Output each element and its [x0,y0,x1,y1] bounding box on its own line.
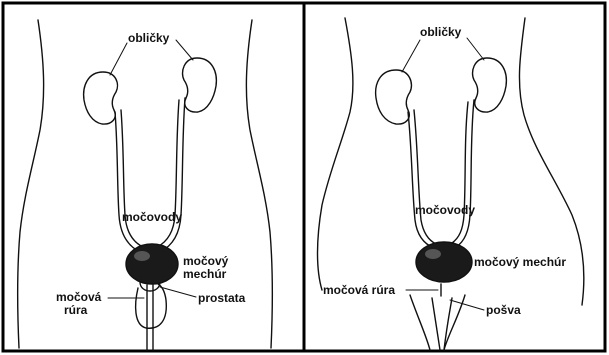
male-bladder-label-line2: mechúr [183,267,227,281]
female-vagina-leader [450,300,484,310]
male-body-outline-right [246,20,272,348]
female-kidneys-leader-right [467,38,484,60]
female-ureters-label: močovody [415,203,475,217]
female-right-ureter-inner [452,102,468,243]
male-bladder [126,244,178,284]
female-kidneys-leader-left [402,40,420,72]
male-kidneys-leader-left [110,43,127,75]
female-vagina-label: pošva [486,303,521,317]
female-leg-left [410,295,430,350]
male-bladder-label-line1: močový [183,254,229,268]
male-left-kidney [84,72,118,124]
female-bladder [416,242,472,282]
female-bladder-label: močový mechúr [474,255,566,269]
male-left-ureter [115,112,140,252]
female-figure [318,18,584,350]
female-kidneys-label: obličky [420,25,462,39]
female-left-ureter [408,112,434,248]
male-left-ureter-inner [121,110,143,247]
male-ureters-label: močovody [122,210,182,224]
male-bladder-highlight [134,251,150,261]
male-kidneys-label: obličky [128,31,170,45]
male-prostate-label: prostata [198,291,246,305]
male-kidneys-leader-right [176,40,193,60]
male-urethra-label-line2: rúra [64,303,88,317]
male-urethra [147,285,153,350]
female-right-kidney [473,58,507,112]
female-vagina [432,298,452,350]
male-body-outline-left [18,20,44,348]
female-body-outline-left [318,18,353,290]
male-right-ureter-inner [157,100,179,247]
male-urethra-label-line1: močová [56,290,102,304]
female-left-ureter-inner [414,110,436,244]
female-left-kidney [376,70,412,124]
male-right-kidney [183,58,217,112]
female-urethra-label: močová rúra [323,283,395,297]
female-bladder-highlight [425,249,441,259]
